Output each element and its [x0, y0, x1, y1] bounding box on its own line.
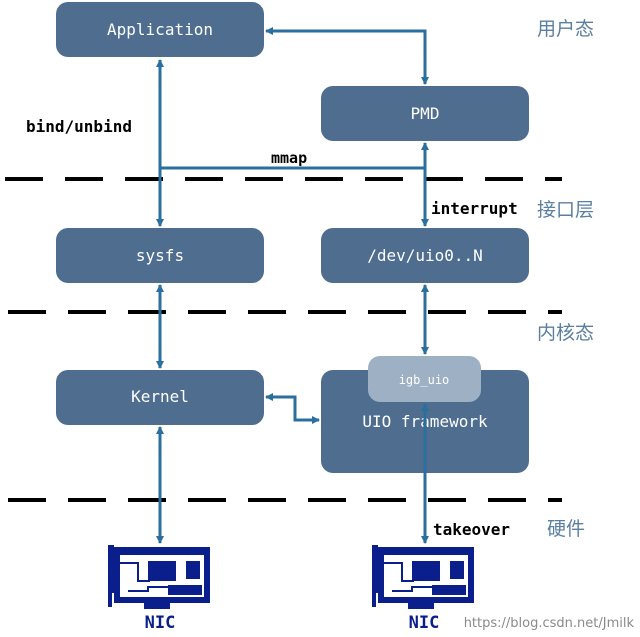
layer-label-interface: 接口层 — [537, 199, 594, 221]
layer-label-user: 用户态 — [537, 18, 594, 40]
connector-kernel-uio-framework — [265, 393, 320, 424]
nic-right-label: NIC — [409, 613, 440, 633]
nic-card-left-icon — [108, 545, 210, 609]
pmd-box — [321, 86, 529, 141]
application-label: Application — [107, 20, 213, 39]
igb-uio-box — [368, 356, 481, 402]
edge-label-interrupt: interrupt — [431, 199, 518, 218]
dev-uio-label: /dev/uio0..N — [367, 246, 483, 265]
edge-label-takeover: takeover — [433, 520, 510, 539]
kernel-box — [56, 370, 264, 425]
watermark: https://blog.csdn.net/Jmilk — [464, 616, 635, 631]
sysfs-label: sysfs — [136, 246, 184, 265]
pmd-label: PMD — [411, 104, 440, 123]
layer-label-kernel: 内核态 — [537, 322, 594, 344]
dev-uio-box — [321, 228, 529, 283]
nic-left-label: NIC — [145, 613, 176, 633]
kernel-label: Kernel — [131, 387, 189, 406]
edge-label-mmap: mmap — [271, 149, 307, 167]
layer-label-hardware: 硬件 — [547, 518, 585, 540]
nic-card-right-icon — [372, 545, 474, 609]
sysfs-box — [56, 228, 264, 283]
connector-application-pmd — [265, 27, 429, 85]
edge-label-bind-unbind: bind/unbind — [26, 117, 132, 136]
application-box — [56, 2, 264, 57]
igb-uio-label: igb_uio — [399, 373, 450, 387]
